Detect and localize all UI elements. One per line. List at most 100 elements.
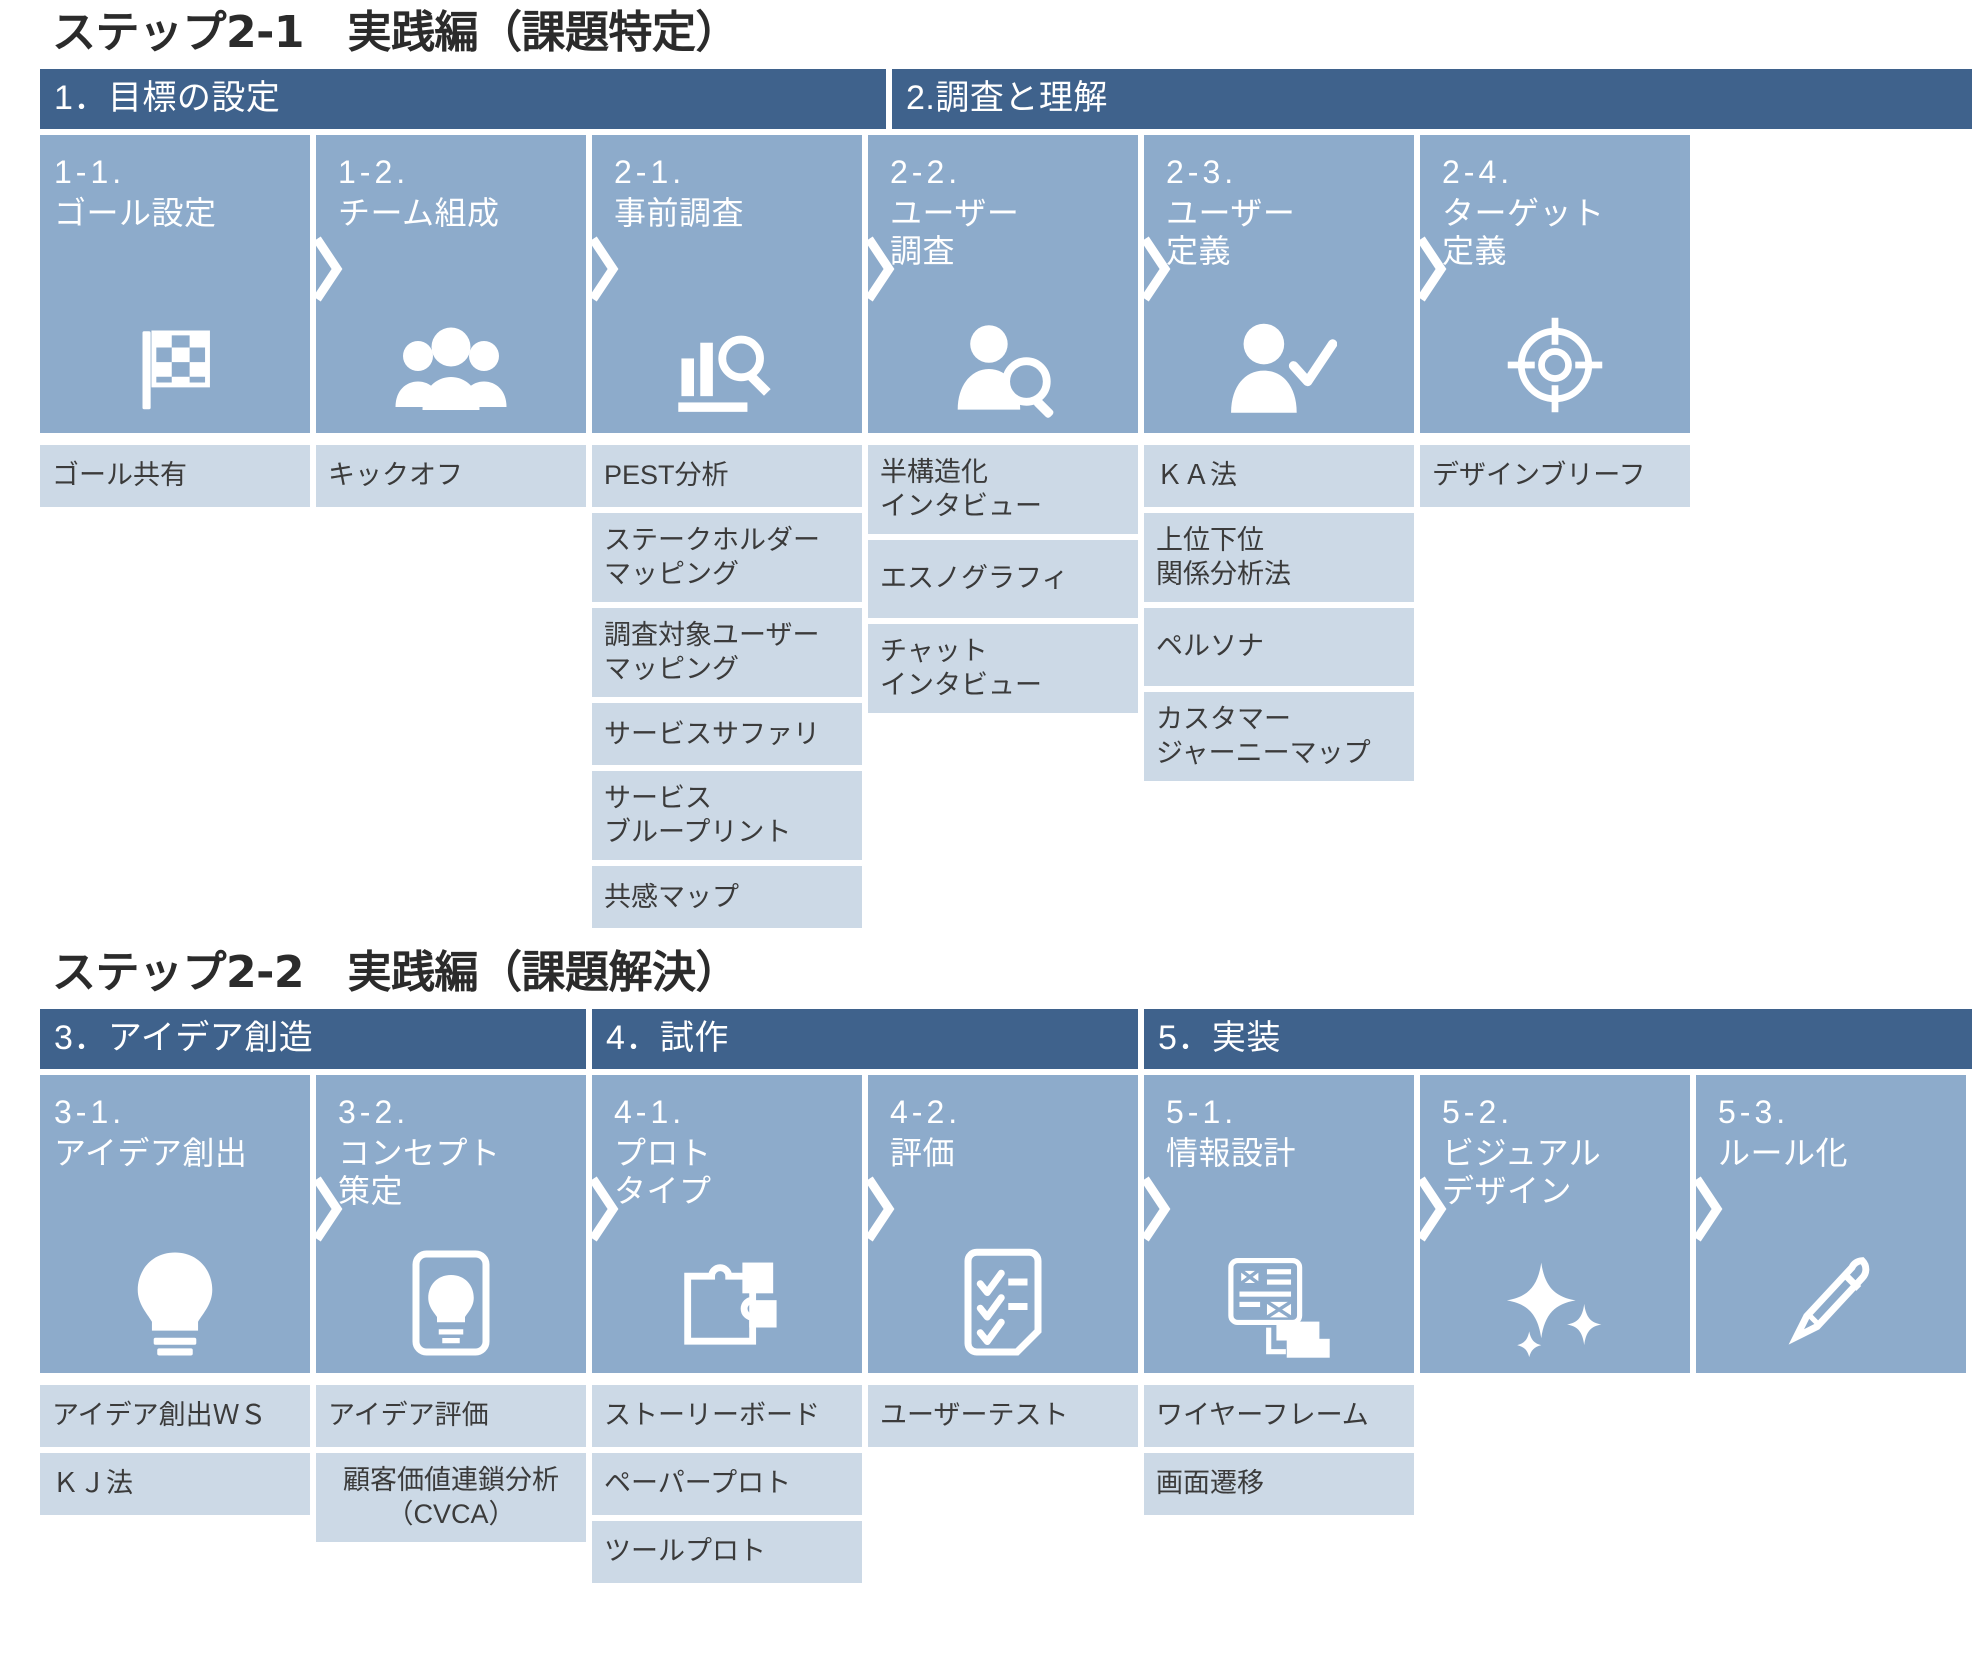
step-label: コンセプト 策定 — [338, 1134, 501, 1210]
tags-col-4-2: ユーザーテスト — [868, 1384, 1138, 1447]
tag-item[interactable]: 上位下位 関係分析法 — [1144, 512, 1414, 602]
tags-col-2-3: ＫＡ法 上位下位 関係分析法 ペルソナ カスタマー ジャーニーマップ — [1144, 444, 1414, 781]
section-2-steps-row: 3-1. アイデア創出 — [40, 1074, 1972, 1373]
tag-item[interactable]: カスタマー ジャーニーマップ — [1144, 691, 1414, 781]
tag-item[interactable]: ゴール共有 — [40, 444, 310, 507]
tags-col-3-1: アイデア創出ＷＳ ＫＪ法 — [40, 1384, 310, 1515]
step-label: 事前調査 — [614, 194, 745, 231]
document-lightbulb-icon — [316, 1249, 586, 1359]
section-step-2-2: ステップ2-2 実践編（課題解決） 3．アイデア創造 4．試作 5．実装 3-1… — [40, 947, 1972, 1583]
tag-item[interactable]: チャット インタビュー — [868, 623, 1138, 713]
checkered-flag-icon — [40, 309, 310, 419]
step-label: チーム組成 — [338, 194, 500, 231]
person-check-icon — [1144, 309, 1414, 419]
phase-band-1: 1．目標の設定 — [40, 68, 886, 129]
phase-1-step-group: 1-1. ゴール設定 — [40, 134, 586, 433]
puzzle-icon — [592, 1249, 862, 1359]
phase-band-5: 5．実装 — [1144, 1008, 1972, 1069]
step-number: 2-1. — [614, 153, 686, 190]
sparkles-icon — [1420, 1249, 1690, 1359]
phase-band-3: 3．アイデア創造 — [40, 1008, 586, 1069]
section-1-phase-row: 1．目標の設定 2.調査と理解 — [40, 68, 1972, 129]
step-number: 3-2. — [338, 1093, 410, 1130]
tag-item[interactable]: ワイヤーフレーム — [1144, 1384, 1414, 1447]
checklist-document-icon — [868, 1248, 1138, 1359]
step-number: 5-3. — [1718, 1093, 1790, 1130]
tag-item[interactable]: ストーリーボード — [592, 1384, 862, 1447]
step-number: 5-2. — [1442, 1093, 1514, 1130]
section-step-2-1: ステップ2-1 実践編（課題特定） 1．目標の設定 2.調査と理解 1-1. ゴ… — [40, 7, 1972, 928]
step-card-4-2[interactable]: 4-2. 評価 — [868, 1074, 1138, 1373]
tag-item[interactable]: PEST分析 — [592, 444, 862, 507]
step-card-1-1[interactable]: 1-1. ゴール設定 — [40, 134, 310, 433]
step-label: ユーザー 調査 — [890, 194, 1020, 270]
step-card-2-1[interactable]: 2-1. 事前調査 — [592, 134, 862, 433]
tag-item[interactable]: 共感マップ — [592, 865, 862, 928]
tag-item[interactable]: サービスサファリ — [592, 702, 862, 765]
step-label: ビジュアル デザイン — [1442, 1134, 1602, 1210]
step-card-3-1[interactable]: 3-1. アイデア創出 — [40, 1074, 310, 1373]
phase-band-2: 2.調査と理解 — [892, 68, 1972, 129]
step-card-2-2[interactable]: 2-2. ユーザー 調査 — [868, 134, 1138, 433]
step-label: ターゲット 定義 — [1442, 194, 1605, 270]
step-number: 5-1. — [1166, 1093, 1238, 1130]
tag-item[interactable]: ツールプロト — [592, 1520, 862, 1583]
phase-2-step-group: 2-1. 事前調査 — [592, 134, 1722, 433]
step-label: 評価 — [890, 1134, 956, 1171]
step-number: 1-1. — [54, 153, 126, 190]
step-label: ルール化 — [1718, 1134, 1849, 1171]
pen-icon — [1696, 1249, 1966, 1359]
step-card-3-2[interactable]: 3-2. コンセプト 策定 — [316, 1074, 586, 1373]
tags-col-1-1: ゴール共有 — [40, 444, 310, 507]
person-search-icon — [868, 309, 1138, 419]
section-2-tags-row: アイデア創出ＷＳ ＫＪ法 アイデア評価 顧客価値連鎖分析 （CVCA） ストーリ… — [40, 1384, 1972, 1583]
tag-item[interactable]: エスノグラフィ — [868, 539, 1138, 618]
tags-col-2-1: PEST分析 ステークホルダー マッピング 調査対象ユーザー マッピング サービ… — [592, 444, 862, 928]
phase-band-4: 4．試作 — [592, 1008, 1138, 1069]
tag-item[interactable]: キックオフ — [316, 444, 586, 507]
section-2-title: ステップ2-2 実践編（課題解決） — [52, 947, 740, 998]
step-card-1-2[interactable]: 1-2. チーム組成 — [316, 134, 586, 433]
tags-col-2-4: デザインブリーフ — [1420, 444, 1690, 507]
step-label: 情報設計 — [1166, 1134, 1297, 1171]
tag-item[interactable]: ペルソナ — [1144, 607, 1414, 686]
step-number: 4-1. — [614, 1093, 686, 1130]
tag-item[interactable]: ペーパープロト — [592, 1452, 862, 1515]
tags-col-4-1: ストーリーボード ペーパープロト ツールプロト — [592, 1384, 862, 1583]
team-people-icon — [316, 309, 586, 419]
phase-3-step-group: 3-1. アイデア創出 — [40, 1074, 586, 1373]
flow-arrow-tip — [1695, 135, 1722, 433]
tag-item[interactable]: 画面遷移 — [1144, 1452, 1414, 1515]
step-card-5-2[interactable]: 5-2. ビジュアル デザイン — [1420, 1074, 1690, 1373]
step-card-5-1[interactable]: 5-1. 情報設計 — [1144, 1074, 1414, 1373]
step-card-2-4[interactable]: 2-4. ターゲット 定義 — [1420, 134, 1690, 433]
tag-item[interactable]: サービス ブループリント — [592, 770, 862, 860]
tags-col-1-2: キックオフ — [316, 444, 586, 507]
tag-item[interactable]: アイデア創出ＷＳ — [40, 1384, 310, 1447]
step-number: 2-4. — [1442, 153, 1514, 190]
tag-item[interactable]: ユーザーテスト — [868, 1384, 1138, 1447]
tag-item[interactable]: 調査対象ユーザー マッピング — [592, 607, 862, 697]
section-1-title: ステップ2-1 実践編（課題特定） — [52, 7, 740, 58]
tag-item[interactable]: ステークホルダー マッピング — [592, 512, 862, 602]
step-card-4-1[interactable]: 4-1. プロト タイプ — [592, 1074, 862, 1373]
step-label: ゴール設定 — [54, 194, 217, 231]
step-number: 4-2. — [890, 1093, 962, 1130]
step-number: 2-3. — [1166, 153, 1238, 190]
step-number: 3-1. — [54, 1093, 126, 1130]
section-2-phase-row: 3．アイデア創造 4．試作 5．実装 — [40, 1008, 1972, 1069]
step-card-5-3[interactable]: 5-3. ルール化 — [1696, 1074, 1966, 1373]
tag-item[interactable]: ＫＡ法 — [1144, 444, 1414, 507]
tag-item[interactable]: ＫＪ法 — [40, 1452, 310, 1515]
tags-col-2-2: 半構造化 インタビュー エスノグラフィ チャット インタビュー — [868, 444, 1138, 713]
target-crosshair-icon — [1420, 309, 1690, 419]
step-number: 1-2. — [338, 153, 410, 190]
tag-item[interactable]: アイデア評価 — [316, 1384, 586, 1447]
step-label: プロト タイプ — [614, 1134, 712, 1210]
tag-item[interactable]: 顧客価値連鎖分析 （CVCA） — [316, 1452, 586, 1542]
step-card-2-3[interactable]: 2-3. ユーザー 定義 — [1144, 134, 1414, 433]
tag-item[interactable]: 半構造化 インタビュー — [868, 444, 1138, 534]
tag-item[interactable]: デザインブリーフ — [1420, 444, 1690, 507]
tags-col-3-2: アイデア評価 顧客価値連鎖分析 （CVCA） — [316, 1384, 586, 1542]
